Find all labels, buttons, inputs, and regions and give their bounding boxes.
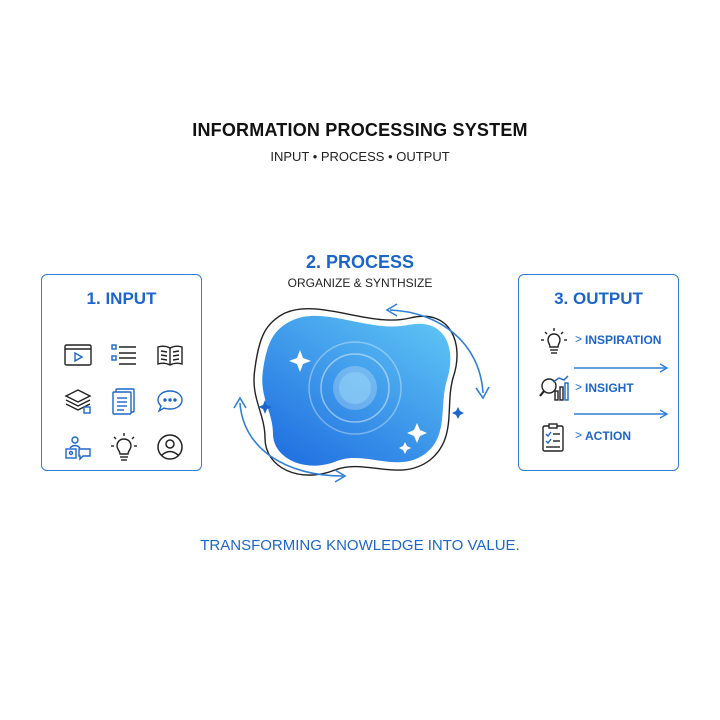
output-title: 3. OUTPUT: [554, 289, 643, 308]
magnifier-chart-icon: [539, 375, 569, 401]
page-title: INFORMATION PROCESSING SYSTEM: [192, 120, 528, 140]
chevron-right-icon: >: [575, 428, 583, 442]
lightbulb-icon: [102, 425, 146, 469]
process-title: 2. PROCESS: [305, 252, 415, 272]
input-icon-grid: [56, 333, 192, 469]
checklist-icon: [542, 423, 564, 452]
output-label: INSPIRATION: [585, 333, 662, 347]
output-item-inspiration: > INSPIRATION: [537, 325, 687, 359]
cycle-arrow-bottom-head: [334, 469, 347, 483]
process-subtitle: ORGANIZE & SYNTHSIZE: [287, 276, 433, 290]
sparkle-icon: [399, 442, 411, 454]
output-item-insight: > INSIGHT: [537, 373, 687, 407]
sparkle-icon: [289, 350, 311, 372]
input-title: 1. INPUT: [86, 289, 157, 308]
cycle-arrow-top-head: [475, 386, 490, 400]
cycle-arrow-bottom: [239, 402, 344, 477]
cycle-arrow-top: [389, 309, 484, 394]
cycle-arrow-top-tail: [385, 303, 398, 317]
output-label: INSIGHT: [585, 381, 634, 395]
video-player-icon: [56, 333, 100, 377]
footer-tagline: TRANSFORMING KNOWLEDGE INTO VALUE.: [200, 537, 520, 554]
cycle-arrow-bottom-tail: [233, 396, 247, 409]
person-circle-icon: [148, 425, 192, 469]
output-panel: 3. OUTPUT > INSPIRATION > INSIGHT: [518, 274, 679, 471]
output-label: ACTION: [585, 429, 631, 443]
people-chat-icon: [56, 425, 100, 469]
sparkle-icon: [407, 423, 427, 443]
core-ring-outer: [308, 341, 402, 435]
page-subtitle: INPUT • PROCESS • OUTPUT: [270, 149, 450, 164]
lightbulb-icon: [541, 328, 567, 354]
layers-icon: [56, 379, 100, 423]
list-icon: [102, 333, 146, 377]
arrow-right-icon: [574, 409, 669, 419]
book-icon: [148, 333, 192, 377]
arrow-right-icon: [574, 363, 669, 373]
chevron-right-icon: >: [575, 332, 583, 346]
process-blob-illustration: [233, 303, 490, 483]
blob-outline: [253, 308, 458, 476]
output-item-action: > ACTION: [537, 421, 687, 455]
documents-icon: [102, 379, 146, 423]
sparkle-icon: [258, 400, 272, 414]
sparkle-icon: [452, 407, 464, 419]
chevron-right-icon: >: [575, 380, 583, 394]
input-panel: 1. INPUT: [41, 274, 202, 471]
chat-bubble-icon: [148, 379, 192, 423]
core-ring-mid: [320, 353, 390, 423]
core-center: [339, 372, 371, 404]
